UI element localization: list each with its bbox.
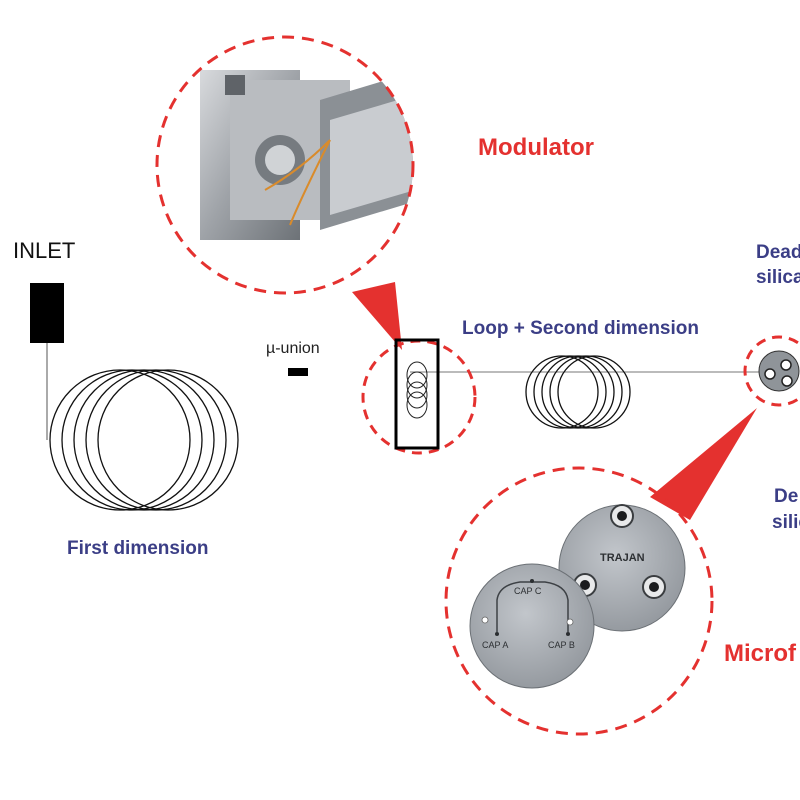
first-dimension-label: First dimension [67, 538, 209, 559]
cap-c-label: CAP C [514, 586, 542, 596]
inlet-label: INLET [13, 238, 76, 263]
modulator-loop-dashed-circle [361, 339, 477, 455]
microfluidic-label: Microf [724, 640, 796, 667]
splitter-port [764, 368, 776, 380]
modulator-label: Modulator [478, 134, 594, 161]
inlet-block [30, 283, 64, 343]
second-dimension-coil [525, 355, 631, 429]
micro-union [288, 368, 308, 376]
dead-silica-bottom-label-1: De [774, 486, 799, 507]
loop-second-dimension-label: Loop + Second dimension [462, 318, 699, 339]
microfluidic-callout [444, 466, 714, 736]
modulator-callout [155, 35, 415, 295]
splitter-dashed-circle [743, 335, 800, 407]
micro-union-label: µ-union [266, 340, 320, 357]
splitter-pointer [650, 408, 757, 520]
modulator-pointer [352, 282, 402, 350]
modulator-box [394, 338, 440, 450]
modulator-loop-coil [406, 361, 428, 419]
modulator-photo [200, 70, 413, 240]
cap-a-label: CAP A [482, 640, 509, 650]
dead-silica-bottom-label-2: silic [772, 512, 800, 533]
first-dimension-coil [49, 369, 239, 511]
cap-b-label: CAP B [548, 640, 575, 650]
microfluidic-dashed-circle [444, 466, 714, 736]
cap-plate [469, 563, 595, 689]
dead-silica-top-label-1: Dead [756, 242, 800, 263]
modulator-dashed-circle [155, 35, 415, 295]
trajan-logo-text: TRAJAN [600, 552, 645, 564]
splitter-port [780, 359, 792, 371]
dead-silica-top-label-2: silica [756, 267, 800, 288]
splitter-plate [758, 350, 800, 392]
splitter-port [781, 375, 793, 387]
